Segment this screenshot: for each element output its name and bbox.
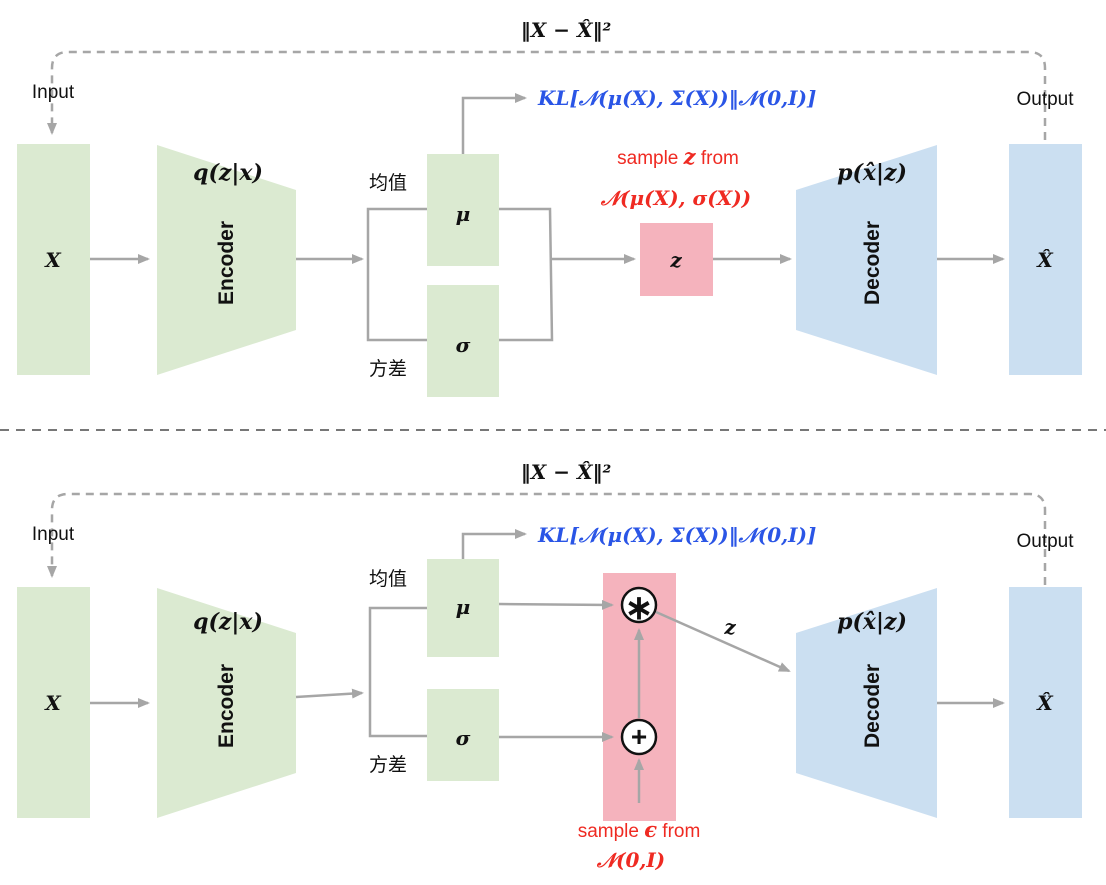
top-mu-box <box>427 154 499 266</box>
top-decoder-shape <box>796 145 937 375</box>
top-split-bracket <box>366 207 428 342</box>
top-mu-label: μ <box>456 202 471 226</box>
bottom-multiply-symbol: ∗ <box>625 589 654 627</box>
top-output-label: Output <box>1016 89 1074 110</box>
bottom-split-bracket <box>368 606 428 738</box>
bottom-var-label: 方差 <box>369 754 407 776</box>
top-sample-line2: 𝒩(μ(X), σ(X)) <box>600 186 751 210</box>
bottom-loss-loop <box>47 492 1047 585</box>
bottom-decoder-shape <box>796 588 937 818</box>
top-diagram: ‖X − X̂‖² Input Output X q(z|x) Encoder … <box>17 18 1082 397</box>
bottom-diagram: ‖X − X̂‖² Input Output X q(z|x) Encoder … <box>17 460 1082 872</box>
top-loss-label: ‖X − X̂‖² <box>521 18 612 42</box>
bottom-add-symbol: + <box>631 721 647 752</box>
top-encoder-label: Encoder <box>215 221 238 305</box>
bottom-output-label: Output <box>1016 531 1074 552</box>
top-z-box <box>640 223 713 296</box>
bottom-encoder-label: Encoder <box>215 664 238 748</box>
bottom-encoder-dist: q(z|x) <box>193 609 263 635</box>
bottom-multiply-node <box>620 586 658 624</box>
top-input-box <box>17 144 90 375</box>
top-merge-bracket <box>499 207 554 342</box>
bottom-loss-label: ‖X − X̂‖² <box>521 460 612 484</box>
bottom-kl-label: KL[𝒩(μ(X), Σ(X))‖𝒩(0,I)] <box>537 523 816 547</box>
top-var-label: 方差 <box>369 358 407 380</box>
top-encoder-dist: q(z|x) <box>193 160 263 186</box>
bottom-sample-line1: sample ϵ from <box>578 817 701 842</box>
top-sample-line1: sample z from <box>617 144 739 169</box>
bottom-decoder-dist: p(x̂|z) <box>837 609 907 635</box>
top-xhat-label: X̂ <box>1035 248 1054 272</box>
bottom-input-box <box>17 587 90 818</box>
bottom-sigma-label: σ <box>456 726 471 750</box>
top-encoder-shape <box>157 145 296 375</box>
top-mean-label: 均值 <box>369 172 407 194</box>
top-arrow-kl <box>461 93 527 154</box>
top-sigma-box <box>427 285 499 397</box>
bottom-arrow-z-decoder <box>655 610 791 673</box>
bottom-arrow-kl <box>461 529 527 559</box>
bottom-arrow-mu-multiply <box>498 599 614 610</box>
bottom-add-node <box>620 718 658 756</box>
top-x-label: X <box>43 248 62 272</box>
top-decoder-dist: p(x̂|z) <box>837 160 907 186</box>
bottom-sample-line2: 𝒩(0,I) <box>596 848 665 872</box>
top-sigma-label: σ <box>456 333 471 357</box>
bottom-xhat-label: X̂ <box>1035 691 1054 715</box>
bottom-mu-label: μ <box>456 595 471 619</box>
bottom-x-label: X <box>43 691 62 715</box>
bottom-output-box <box>1009 587 1082 818</box>
top-input-label: Input <box>32 82 75 103</box>
top-z-label: z <box>669 248 682 272</box>
bottom-mu-box <box>427 559 499 657</box>
top-loss-loop <box>47 50 1047 140</box>
bottom-sigma-box <box>427 689 499 781</box>
bottom-encoder-shape <box>157 588 296 818</box>
bottom-arrow-encoder-split <box>295 688 364 699</box>
top-output-box <box>1009 144 1082 375</box>
bottom-input-label: Input <box>32 524 75 545</box>
bottom-mean-label: 均值 <box>369 568 407 590</box>
bottom-z-label: z <box>723 615 736 639</box>
top-kl-label: KL[𝒩(μ(X), Σ(X))‖𝒩(0,I)] <box>537 86 816 110</box>
top-decoder-label: Decoder <box>861 221 884 305</box>
bottom-decoder-label: Decoder <box>861 664 884 748</box>
